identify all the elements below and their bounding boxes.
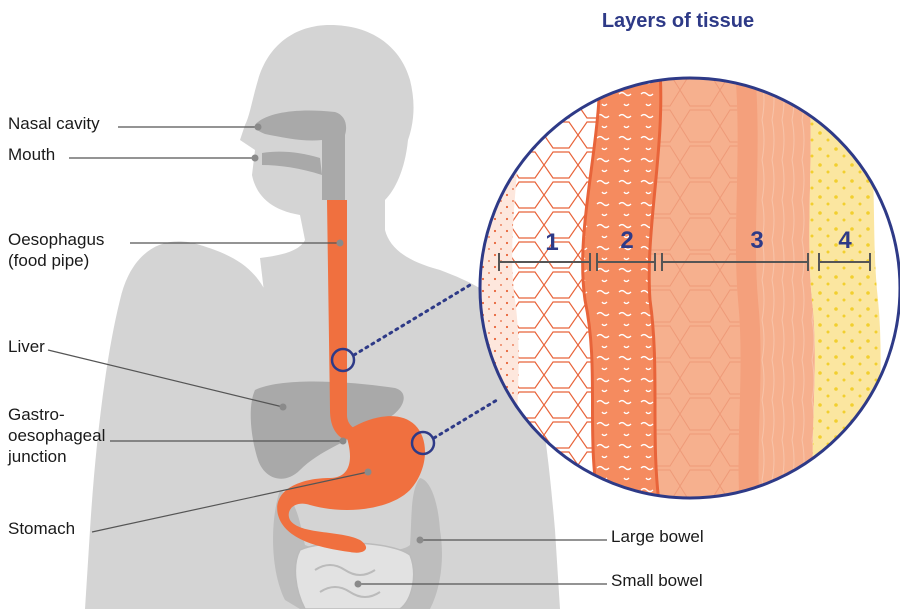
label-oesophagus-sub: (food pipe)	[8, 251, 89, 270]
label-mouth: Mouth	[8, 145, 55, 164]
layer-number-1: 1	[545, 229, 558, 256]
label-liver: Liver	[8, 337, 45, 356]
label-gej-3: junction	[7, 447, 67, 466]
label-nasal-cavity: Nasal cavity	[8, 114, 100, 133]
label-oesophagus: Oesophagus	[8, 230, 104, 249]
label-small-bowel: Small bowel	[611, 571, 703, 590]
diagram-title: Layers of tissue	[602, 10, 754, 32]
layer-number-4: 4	[838, 227, 852, 254]
label-gej-2: oesophageal	[8, 426, 105, 445]
small-bowel-shape	[295, 543, 413, 609]
label-stomach: Stomach	[8, 519, 75, 538]
layer-number-2: 2	[620, 227, 633, 254]
layer-number-3: 3	[750, 227, 763, 254]
label-gej-1: Gastro-	[8, 405, 65, 424]
label-large-bowel: Large bowel	[611, 527, 704, 546]
